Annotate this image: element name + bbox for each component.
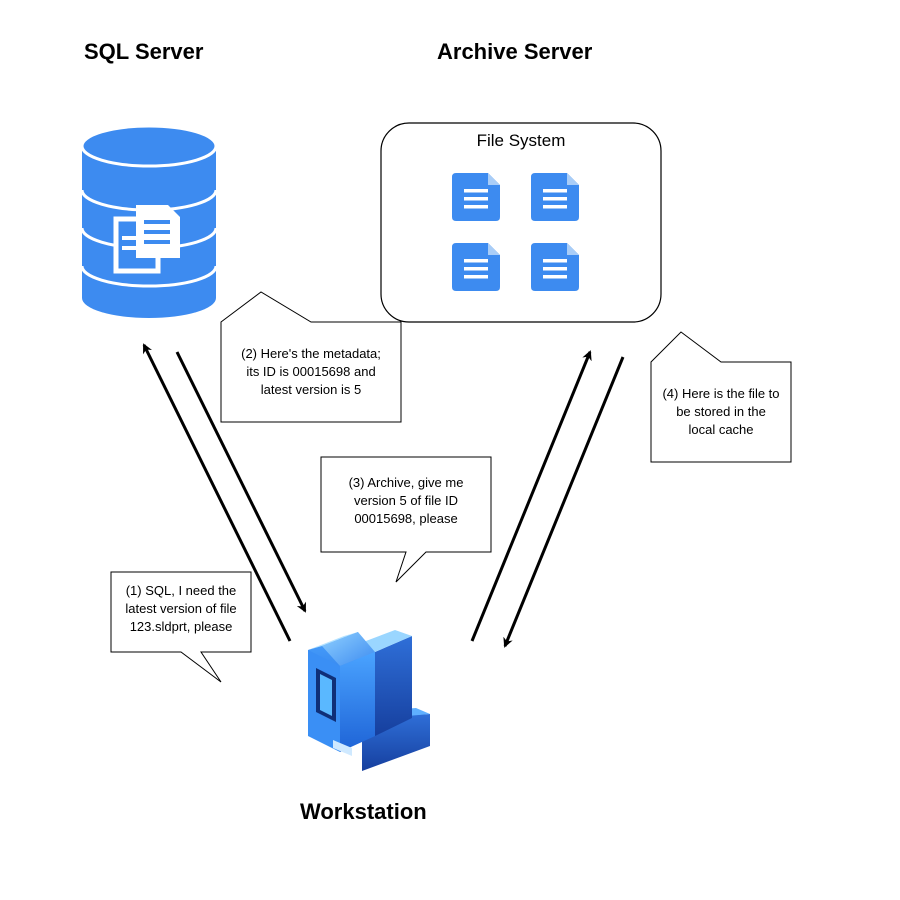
callout-step1-line: (1) SQL, I need the: [125, 583, 237, 598]
document-icon: [531, 243, 579, 291]
archive-server-heading: Archive Server: [437, 39, 593, 64]
callout-step3-line: 00015698, please: [354, 511, 458, 526]
callout-step2-box: [220, 291, 402, 423]
computer-icon: [308, 630, 430, 771]
callout-step2-line: its ID is 00015698 and: [246, 364, 376, 379]
workstation-heading: Workstation: [300, 799, 427, 824]
arrow-archive-to-workstation: [503, 356, 625, 648]
callout-step2-line: latest version is 5: [260, 382, 362, 397]
file-system-label: File System: [476, 131, 566, 150]
document-icon: [452, 173, 500, 221]
callout-step1-text: (1) SQL, I need the latest version of fi…: [111, 582, 251, 636]
callout-step3-line: (3) Archive, give me: [348, 475, 464, 490]
sql-server-heading: SQL Server: [84, 39, 204, 64]
callout-step4-line: be stored in the: [676, 404, 766, 419]
callout-step4-box: [650, 331, 792, 463]
document-icon: [531, 173, 579, 221]
document-icon: [452, 243, 500, 291]
arrow-sql-to-workstation: [175, 351, 307, 613]
callout-step3-text: (3) Archive, give me version 5 of file I…: [321, 474, 491, 528]
callout-step2-line: (2) Here's the metadata;: [241, 346, 381, 361]
callout-step1-line: latest version of file: [125, 601, 237, 616]
callout-step1-line: 123.sldprt, please: [129, 619, 233, 634]
file-system-box: [380, 122, 662, 323]
database-icon: [80, 124, 218, 318]
callout-step3-line: version 5 of file ID: [353, 493, 459, 508]
copy-document-icon: [113, 205, 180, 274]
callout-step2-text: (2) Here's the metadata; its ID is 00015…: [221, 345, 401, 399]
callout-step1-box: [110, 571, 252, 683]
callout-step4-line: (4) Here is the file to: [662, 386, 780, 401]
callout-step4-text: (4) Here is the file to be stored in the…: [651, 385, 791, 439]
callout-step4-line: local cache: [688, 422, 754, 437]
arrow-workstation-to-archive: [470, 350, 592, 642]
callout-step3-box: [320, 456, 492, 583]
arrow-workstation-to-sql: [142, 343, 292, 642]
